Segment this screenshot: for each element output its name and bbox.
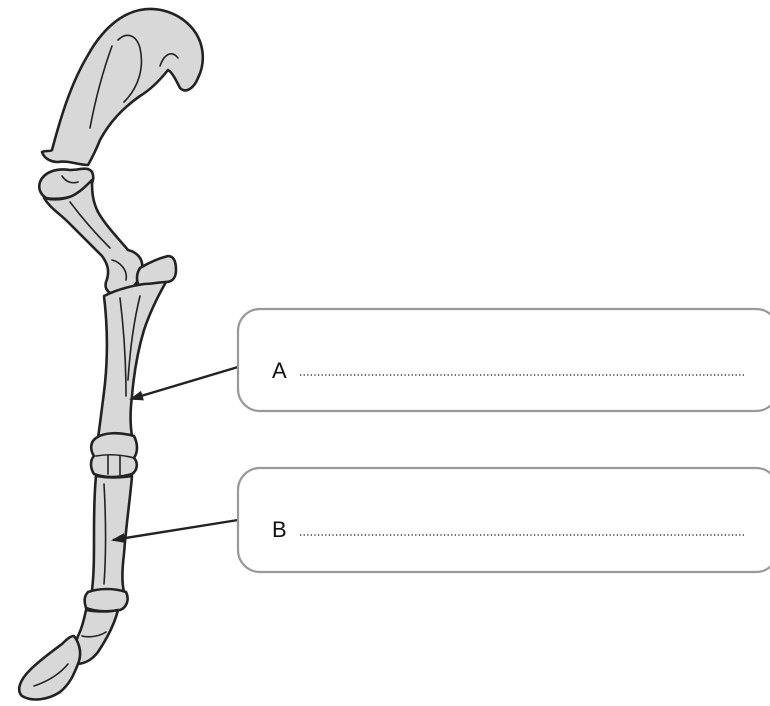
label-a-box: [238, 309, 770, 411]
forearm-bone: [98, 282, 166, 439]
label-b-box: [238, 468, 770, 572]
limb-skeleton: [19, 9, 203, 700]
label-a-letter: A: [272, 358, 287, 383]
fetlock-joint: [85, 589, 128, 611]
label-b-group: B: [113, 468, 770, 572]
carpal-joint: [91, 433, 137, 477]
scapula-bone: [42, 9, 203, 165]
hoof-bone: [19, 636, 80, 699]
label-b-letter: B: [272, 517, 287, 542]
pointer-a-arrow: [131, 367, 238, 399]
cannon-bone: [92, 476, 132, 593]
pointer-b-arrow: [113, 520, 238, 540]
label-a-group: A: [131, 309, 770, 411]
